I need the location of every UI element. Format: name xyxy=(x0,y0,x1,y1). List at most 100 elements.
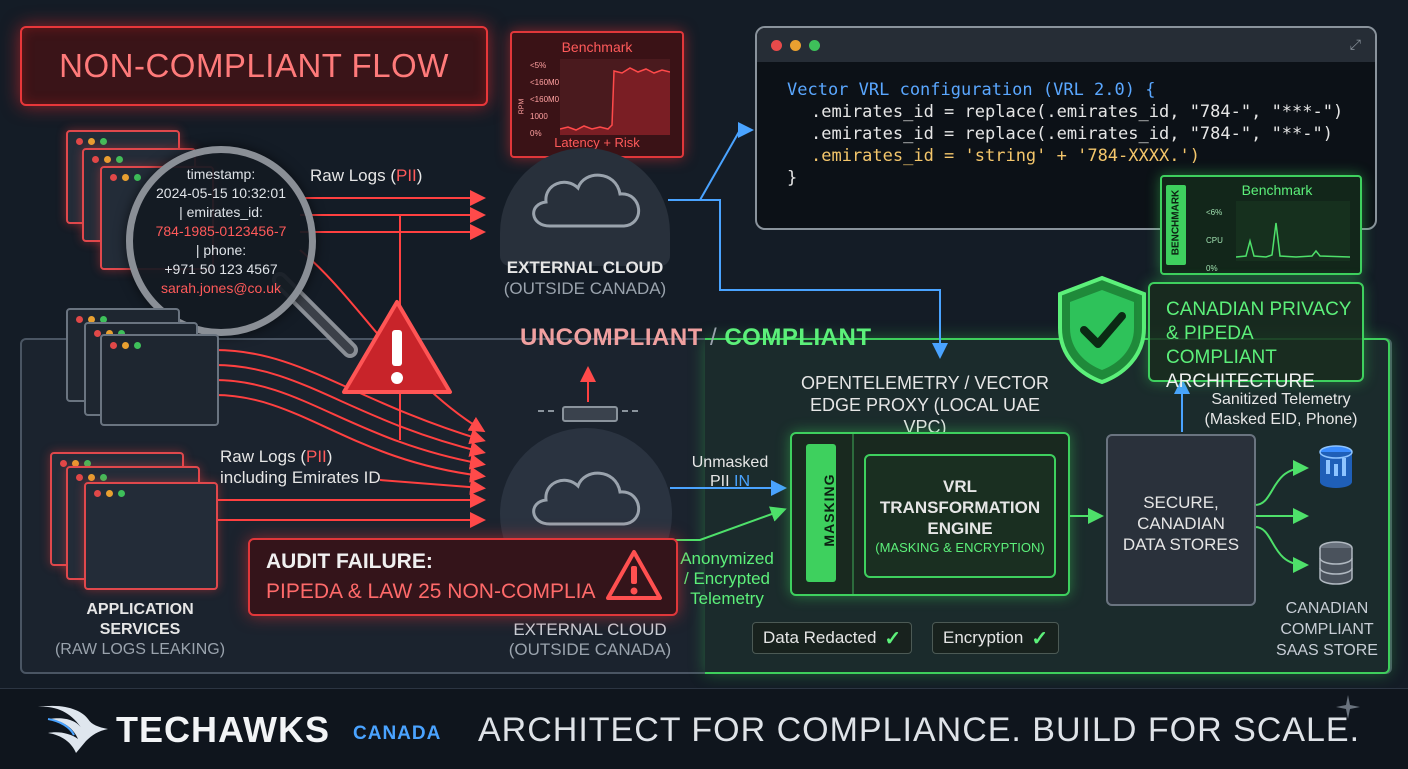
benchmark-title: Benchmark xyxy=(1241,182,1313,198)
label-line: Telemetry xyxy=(690,589,764,608)
audit-message: PIPEDA & LAW 25 NON-COMPLIA xyxy=(266,580,596,603)
compliant-label: COMPLIANT xyxy=(724,324,872,351)
magnifier-lens: timestamp: 2024-05-15 10:32:01 | emirate… xyxy=(126,146,316,336)
title-line: DATA STORES xyxy=(1122,535,1240,554)
saas-store-label: CANADIAN COMPLIANT SAAS STORE xyxy=(1262,598,1392,661)
non-compliant-title: NON-COMPLIANT FLOW xyxy=(20,26,488,106)
label-line: PII xyxy=(709,473,734,490)
pii-text: PII xyxy=(305,447,327,466)
code-line: .emirates_id = replace(.emirates_id, "78… xyxy=(811,124,1333,144)
log-line: timestamp: xyxy=(186,166,256,182)
title-line: ENGINE xyxy=(927,519,993,538)
title-line: ARCHITECTURE xyxy=(1166,371,1315,392)
vrl-engine-box: VRL TRANSFORMATION ENGINE (MASKING & ENC… xyxy=(864,454,1056,578)
email-value: sarah.jones@co.uk xyxy=(160,280,282,296)
encryption-chip: Encryption ✓ xyxy=(932,622,1060,654)
tick: CPU xyxy=(1206,236,1223,245)
tick: <5% xyxy=(530,61,547,70)
title-line: SECURE, xyxy=(1143,493,1219,512)
anonymized-telemetry-label: Anonymized / Encrypted Telemetry xyxy=(672,549,782,609)
window-titlebar: ⤢ xyxy=(757,28,1375,62)
blue-arrows xyxy=(668,122,948,496)
label-line: COMPLIANT xyxy=(1280,621,1374,638)
raw-logs-text: Raw Logs ( xyxy=(310,166,396,185)
raw-logs-text: ) xyxy=(416,166,423,185)
sparkle-icon xyxy=(1336,695,1360,719)
external-cloud-bottom-subtitle: (OUTSIDE CANADA) xyxy=(508,640,672,659)
tick: <160M0 xyxy=(530,95,560,104)
cloud-icon xyxy=(532,173,641,228)
brand-name: TECHAWKS xyxy=(116,709,330,750)
external-cloud-top-subtitle: (OUTSIDE CANADA) xyxy=(503,279,667,298)
benchmark-ylabel: RPM xyxy=(518,98,526,115)
masking-bar-label: MASKING xyxy=(821,473,837,547)
title-line: TRANSFORMATION xyxy=(879,498,1041,517)
hawk-logo-icon xyxy=(38,705,108,753)
secure-stores-title: SECURE, CANADIAN DATA STORES xyxy=(1108,492,1254,555)
benchmark-ticks: <5% <160M0 <160M0 1000 0% xyxy=(530,57,559,142)
title-line: VRL xyxy=(943,477,977,496)
raw-logs-top-label: Raw Logs (PII) xyxy=(310,166,422,186)
expand-icon[interactable]: ⤢ xyxy=(1349,36,1361,52)
audit-title: AUDIT FAILURE: xyxy=(266,550,433,573)
label-line: / Encrypted xyxy=(684,569,770,588)
benchmark-side-tag xyxy=(1166,185,1186,265)
raw-logs-text: ) xyxy=(326,447,333,466)
edge-proxy-box: MASKING VRL TRANSFORMATION ENGINE (MASKI… xyxy=(790,432,1070,596)
red-arrows xyxy=(214,190,596,528)
vrl-engine-title: VRL TRANSFORMATION ENGINE xyxy=(866,476,1054,539)
title-line: & PIPEDA COMPLIANT xyxy=(1166,323,1277,368)
secure-data-stores-box: SECURE, CANADIAN DATA STORES xyxy=(1106,434,1256,606)
tick: 1000 xyxy=(530,112,548,121)
brand-region: CANADA xyxy=(353,723,442,744)
app-window xyxy=(100,334,219,426)
label-line: OPENTELEMETRY / VECTOR xyxy=(800,373,1050,393)
shield-check-icon xyxy=(1058,275,1146,385)
label-line: (Masked EID, Phone) xyxy=(1204,411,1358,428)
label-line: APPLICATION xyxy=(86,601,194,618)
tick: <160M0 xyxy=(530,78,560,87)
benchmark-latency-panel: Benchmark <5% <160M0 <160M0 1000 0% RPM … xyxy=(510,31,684,158)
warning-icon xyxy=(606,550,662,600)
raw-logs-text: Raw Logs ( xyxy=(220,447,306,466)
label-line: Unmasked xyxy=(691,454,769,471)
label-line: SAAS STORE xyxy=(1276,642,1378,659)
latency-sparkline xyxy=(560,59,670,135)
footer-slogan: ARCHITECT FOR COMPLIANCE. BUILD FOR SCAL… xyxy=(478,711,1361,749)
close-dot-icon[interactable] xyxy=(771,40,782,51)
raw-logs-bottom-label: Raw Logs (PII) including Emirates ID xyxy=(220,446,381,488)
maximize-dot-icon[interactable] xyxy=(809,40,820,51)
green-arrows xyxy=(670,460,1309,573)
unmasked-pii-label: Unmasked PII IN xyxy=(680,453,780,491)
application-services-label: APPLICATION SERVICES (RAW LOGS LEAKING) xyxy=(40,600,240,660)
label-line: SERVICES xyxy=(99,621,181,638)
benchmark-cpu-panel: BENCHMARK Benchmark <6% CPU 0% xyxy=(1160,175,1362,275)
chip-label: Data Redacted xyxy=(763,628,877,647)
compliant-architecture-card: CANADIAN PRIVACY & PIPEDA COMPLIANT ARCH… xyxy=(1148,282,1364,392)
benchmark-title: Benchmark xyxy=(561,39,633,55)
tick: 0% xyxy=(1206,264,1218,273)
emirates-id-value: 784-1985-0123456-7 xyxy=(155,223,287,239)
label-line: IN xyxy=(734,473,750,490)
tick: 0% xyxy=(530,129,542,138)
pii-log-sample: timestamp: 2024-05-15 10:32:01 | emirate… xyxy=(133,165,309,298)
label-line: (RAW LOGS LEAKING) xyxy=(54,641,226,658)
log-line: | emirates_id: xyxy=(179,204,263,220)
title-line: CANADIAN xyxy=(1137,514,1225,533)
cpu-sparkline xyxy=(1236,201,1350,261)
database-icon xyxy=(1319,541,1353,585)
pii-text: PII xyxy=(395,166,417,185)
minimize-dot-icon[interactable] xyxy=(790,40,801,51)
edge-proxy-label: OPENTELEMETRY / VECTOR EDGE PROXY (LOCAL… xyxy=(790,372,1060,438)
database-icon xyxy=(1319,445,1353,488)
vrl-engine-subtitle: (MASKING & ENCRYPTION) xyxy=(875,540,1045,555)
chip-label: Encryption xyxy=(943,628,1024,647)
compliance-divider: UNCOMPLIANT / COMPLIANT xyxy=(520,324,872,352)
compliant-title: CANADIAN PRIVACY & PIPEDA COMPLIANT ARCH… xyxy=(1166,298,1362,394)
raw-logs-text: including Emirates ID xyxy=(220,468,381,487)
divider-slash: / xyxy=(710,324,718,351)
phone-value: +971 50 123 4567 xyxy=(164,261,278,277)
data-redacted-chip: Data Redacted ✓ xyxy=(752,622,913,654)
benchmark-caption: Latency + Risk xyxy=(554,135,640,150)
code-line: Vector VRL configuration (VRL 2.0) { xyxy=(787,80,1156,100)
